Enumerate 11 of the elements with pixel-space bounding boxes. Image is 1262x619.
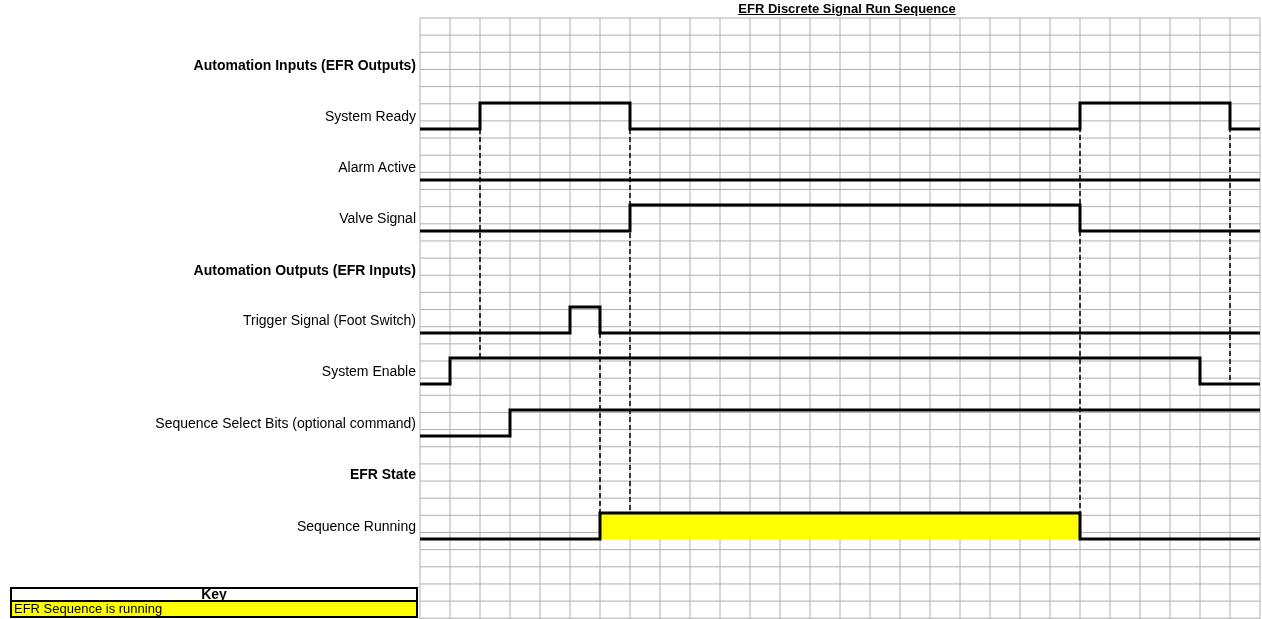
legend-swatch: EFR Sequence is running: [12, 602, 416, 616]
signal-label: Sequence Running: [296, 518, 416, 534]
section-heading: EFR State: [349, 466, 416, 482]
section-heading: Automation Outputs (EFR Inputs): [193, 262, 416, 278]
section-heading: Automation Inputs (EFR Outputs): [193, 57, 416, 73]
signal-label: Sequence Select Bits (optional command): [155, 415, 416, 431]
signal-label: System Ready: [324, 108, 416, 124]
signal-label: System Enable: [321, 363, 416, 379]
signal-label: Valve Signal: [339, 210, 416, 226]
signal-label: Alarm Active: [338, 159, 416, 175]
signal-label: Trigger Signal (Foot Switch): [243, 312, 416, 328]
